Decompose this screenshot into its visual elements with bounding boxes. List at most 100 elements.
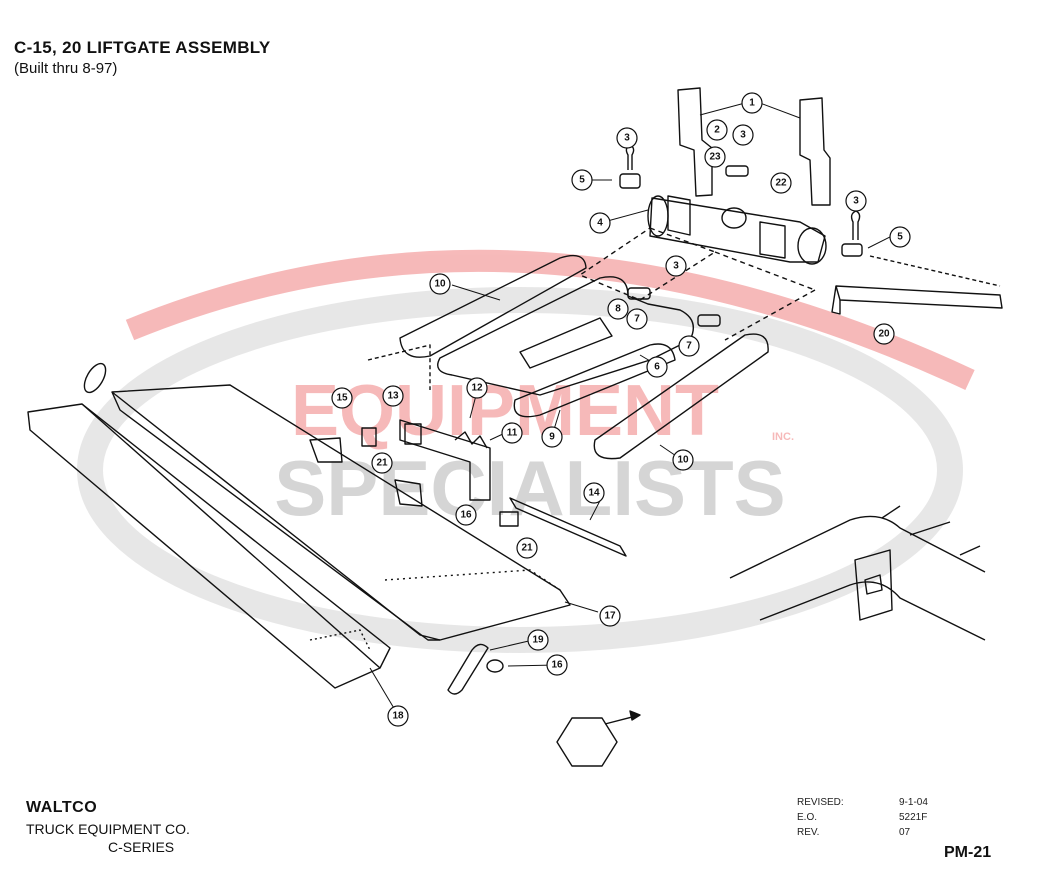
svg-text:19: 19 (532, 635, 544, 646)
svg-text:10: 10 (677, 455, 689, 466)
callout-23: 23 (704, 146, 726, 168)
revised-label: REVISED: (797, 797, 844, 808)
rev-value: 07 (899, 827, 911, 838)
spring (454, 431, 488, 449)
company-subtitle: TRUCK EQUIPMENT CO. (26, 821, 190, 837)
callout-19: 19 (527, 629, 549, 651)
callout-1: 1 (741, 92, 763, 114)
svg-text:14: 14 (588, 488, 600, 499)
series-label: C-SERIES (108, 839, 175, 855)
callout-3d: 3 (665, 255, 687, 277)
tube-lug-1 (667, 195, 691, 236)
revised-value: 9-1-04 (899, 797, 928, 808)
linkage-plate (399, 419, 491, 501)
callout-15b: 16 (455, 504, 477, 526)
platform-edge (111, 391, 440, 641)
callout-12: 12 (466, 377, 488, 399)
watermark-swoosh-red (125, 249, 975, 390)
callout-3c: 3 (845, 190, 867, 212)
svg-text:4: 4 (597, 218, 603, 229)
pin-left (619, 173, 641, 189)
chain-link-top (83, 362, 107, 394)
detail-bolt (909, 521, 951, 536)
watermark-line2: SPECIALISTS (274, 444, 785, 532)
rev-label: REV. (797, 827, 820, 838)
detail-tube-top (729, 515, 986, 579)
svg-text:10: 10 (434, 279, 446, 290)
pin-right (841, 243, 863, 257)
callout-6: 6 (646, 356, 668, 378)
ramp-tread (309, 629, 371, 651)
watermark-swoosh-gray (77, 287, 963, 653)
callout-7b: 7 (678, 335, 700, 357)
hydraulic-cylinder (519, 317, 613, 369)
hinge-tab-2 (394, 479, 423, 507)
side-rail (835, 285, 1003, 309)
callout-8: 8 (607, 298, 629, 320)
hex-bolt (556, 717, 618, 767)
callout-20: 20 (873, 323, 895, 345)
callout-11: 11 (501, 422, 523, 444)
callout-21a: 21 (371, 452, 393, 474)
eo-value: 5221F (899, 812, 928, 823)
platform-main (111, 384, 571, 641)
svg-text:23: 23 (709, 152, 721, 163)
svg-text:22: 22 (775, 178, 787, 189)
washer (486, 659, 504, 673)
svg-text:2: 2 (714, 125, 720, 136)
callout-7a: 7 (626, 308, 648, 330)
svg-text:3: 3 (853, 196, 859, 207)
svg-text:5: 5 (897, 232, 903, 243)
callout-18: 18 (387, 705, 409, 727)
tube-lug-2 (759, 221, 786, 259)
rail-leader (869, 255, 1001, 287)
svg-text:7: 7 (686, 341, 692, 352)
callout-17: 17 (599, 605, 621, 627)
svg-text:9: 9 (549, 432, 555, 443)
svg-text:20: 20 (878, 329, 890, 340)
svg-text:6: 6 (654, 362, 660, 373)
callout-14: 14 (583, 482, 605, 504)
callout-21b: 21 (516, 537, 538, 559)
pin-center (725, 165, 749, 177)
mount-bracket-right (799, 97, 831, 206)
svg-text:21: 21 (521, 543, 533, 554)
line-art (27, 87, 1003, 767)
arm-pin-1 (627, 287, 651, 300)
callout-16: 16 (546, 654, 568, 676)
callout-10a: 10 (429, 273, 451, 295)
main-tube-end-right (797, 227, 827, 265)
watermark: EQUIPMENT INC. SPECIALISTS (77, 249, 975, 653)
callout-4: 4 (589, 212, 611, 234)
callout-group: 1 2 3 23 22 3 5 4 3 5 20 10 3 8 7 7 6 12… (331, 92, 911, 727)
callout-10b: 10 (672, 449, 694, 471)
lift-arm-lower (513, 343, 676, 418)
svg-text:3: 3 (740, 130, 746, 141)
svg-text:3: 3 (624, 133, 630, 144)
cotter-pin-left (625, 144, 635, 170)
hex-bolt-arrowhead (629, 710, 641, 721)
svg-text:17: 17 (604, 611, 616, 622)
svg-text:5: 5 (579, 175, 585, 186)
tube-bushing (721, 207, 747, 229)
dashed-guide-2 (724, 289, 816, 341)
callout-15a: 15 (331, 387, 353, 409)
arm-lower (593, 333, 769, 460)
linkage-block (404, 423, 422, 445)
svg-text:16: 16 (460, 510, 472, 521)
lift-arm (437, 276, 694, 396)
svg-text:1: 1 (749, 98, 755, 109)
eo-label: E.O. (797, 812, 818, 823)
callout-5b: 5 (889, 226, 911, 248)
svg-text:12: 12 (471, 383, 483, 394)
svg-text:16: 16 (551, 660, 563, 671)
chain-link-bottom (447, 643, 489, 695)
company-name: WALTCO (26, 799, 98, 816)
svg-text:3: 3 (673, 261, 679, 272)
callout-3a: 3 (732, 124, 754, 146)
svg-text:13: 13 (387, 391, 399, 402)
page-subtitle: (Built thru 8-97) (14, 60, 118, 77)
svg-text:7: 7 (634, 314, 640, 325)
bracket-15-top (361, 427, 377, 447)
svg-text:21: 21 (376, 458, 388, 469)
